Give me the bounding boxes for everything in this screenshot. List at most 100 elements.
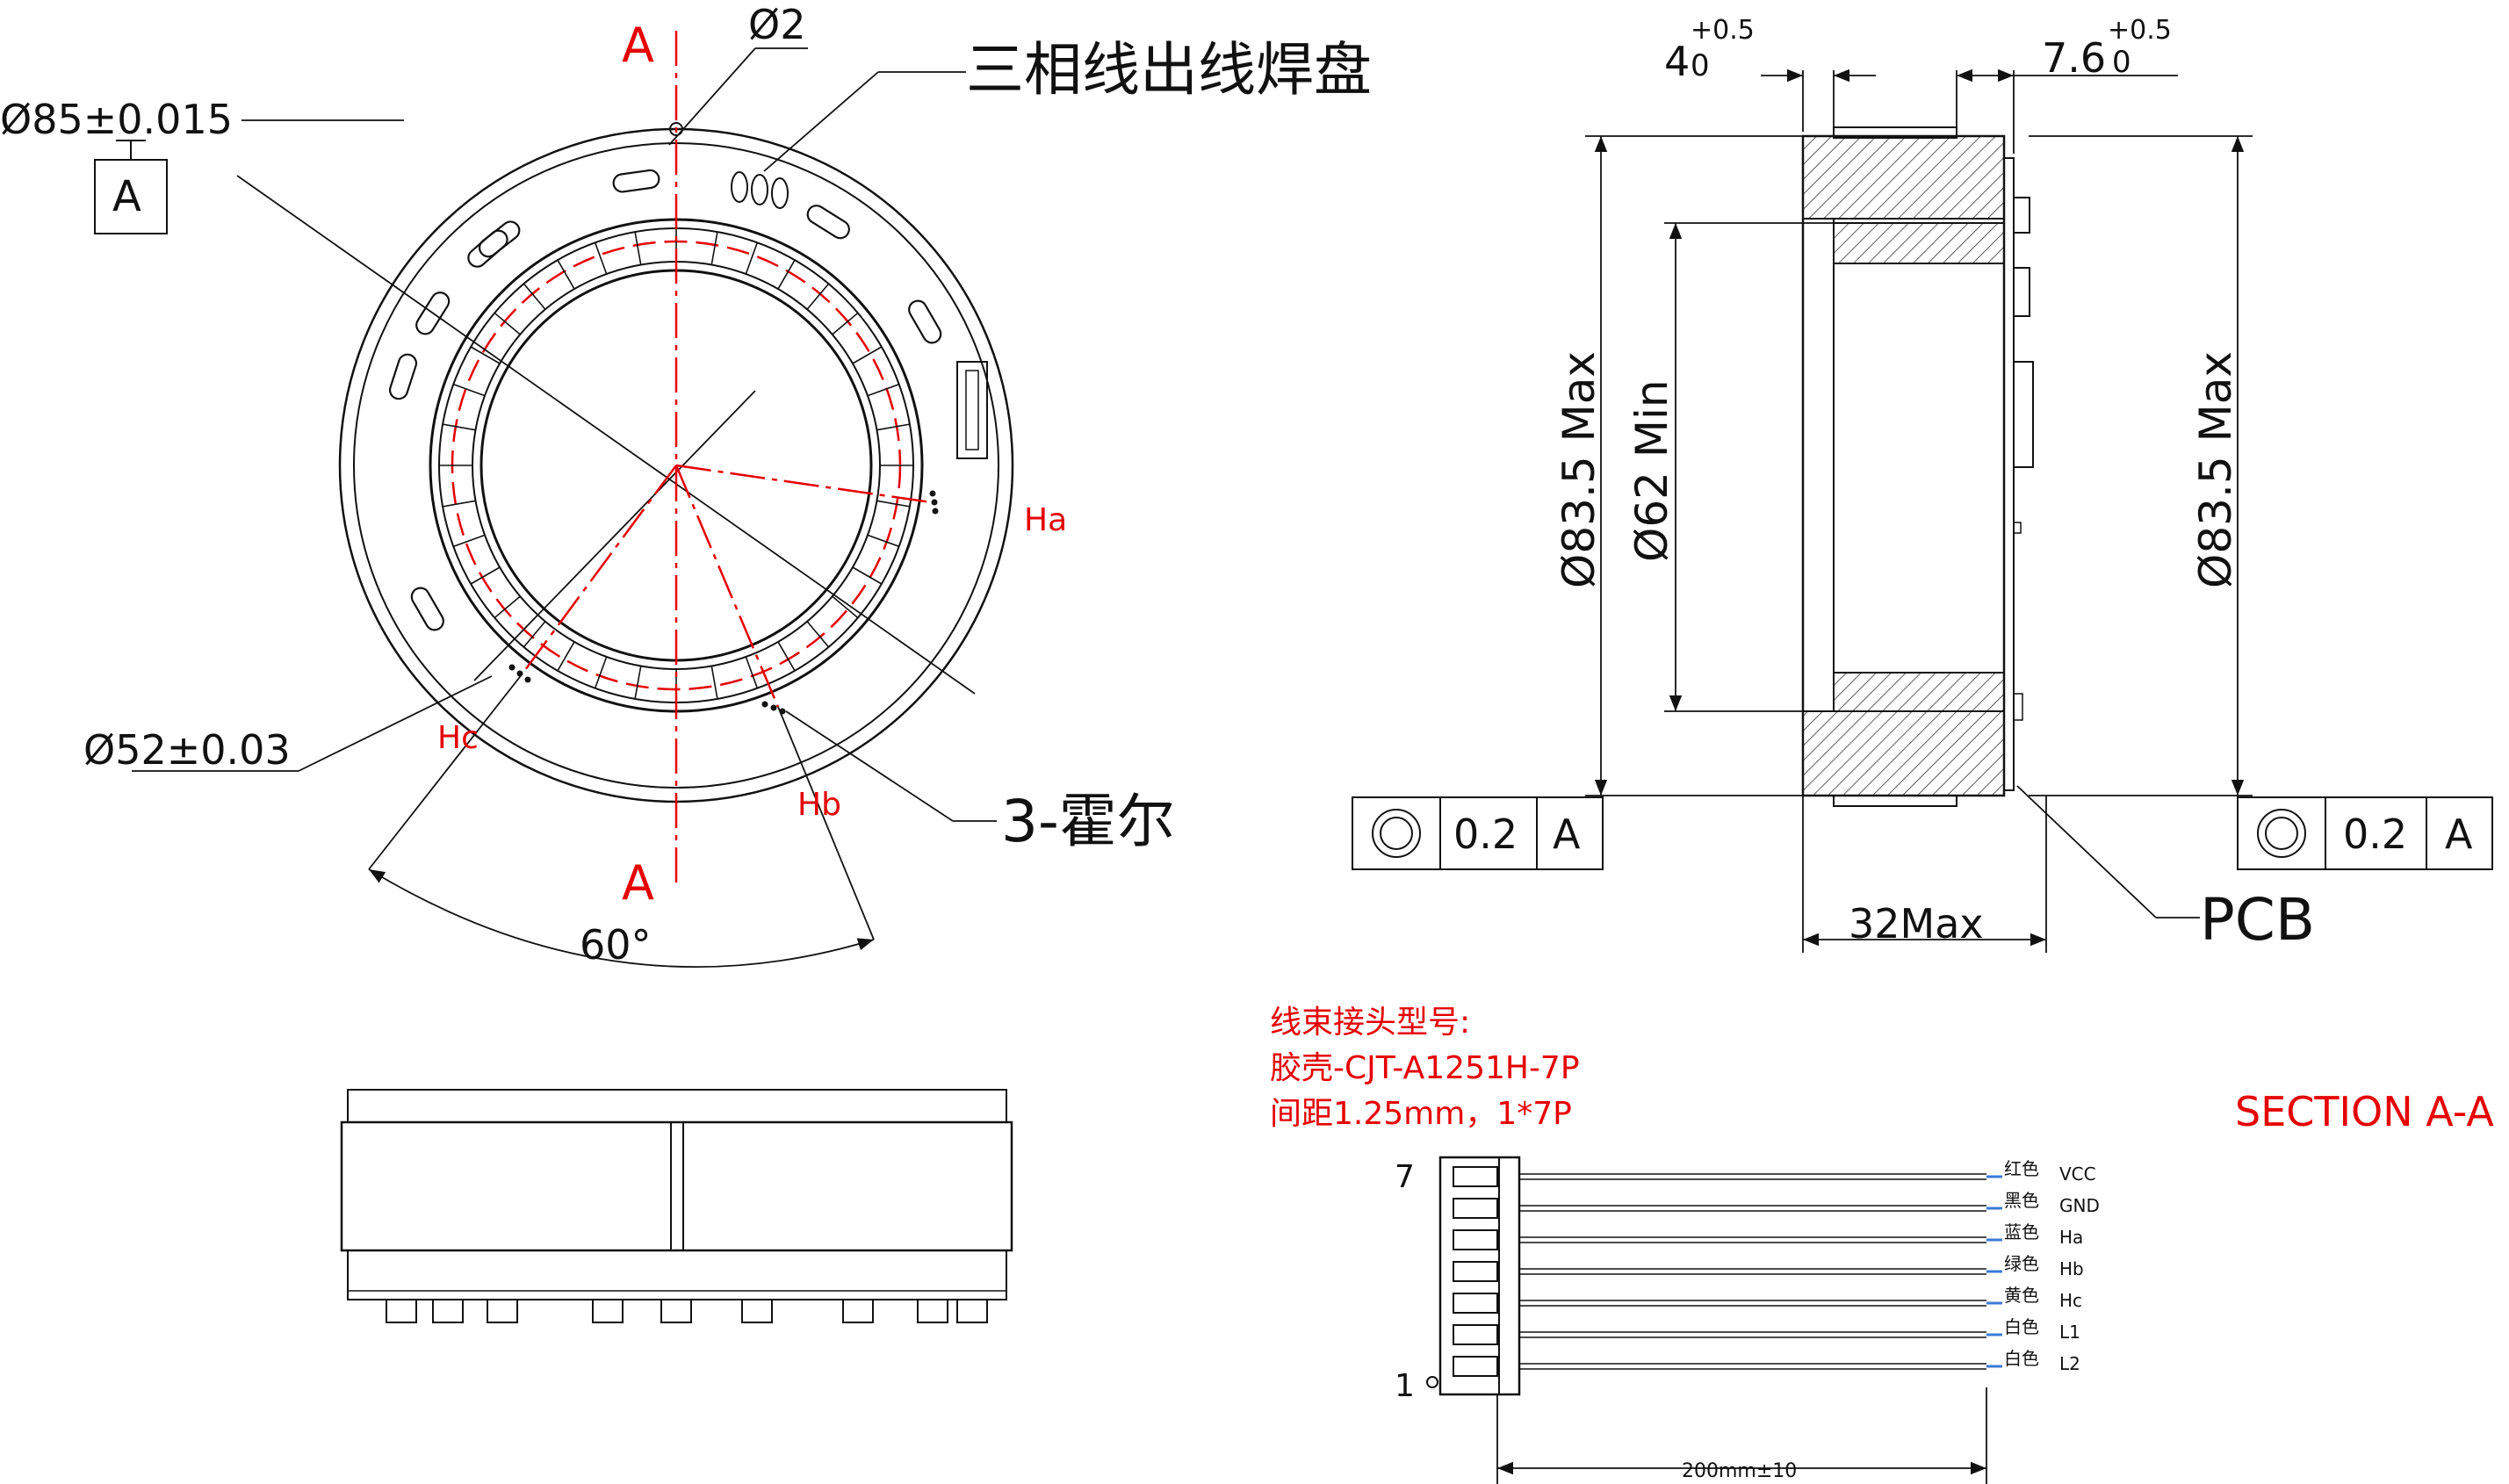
concentricity-icon: [1372, 809, 1421, 858]
wire-signal-label: Hc: [2059, 1290, 2082, 1311]
stator-slot: [634, 231, 642, 265]
section-mark-bottom: A: [622, 855, 654, 911]
stator-slot: [594, 656, 608, 688]
wire-color-label: 黑色: [2004, 1190, 2039, 1211]
solder-pad: [771, 177, 789, 209]
section-hatch-top: [1802, 135, 2005, 220]
connector-pin: [1453, 1166, 1498, 1187]
stator-slot: [876, 500, 911, 508]
hall-sensor-dot: [932, 508, 939, 515]
pcb-label: PCB: [2200, 886, 2315, 954]
stator-slot: [806, 621, 830, 648]
tol-left-sup: +0.5: [1691, 15, 1755, 46]
tol-right-sup: +0.5: [2108, 15, 2172, 46]
pcb-component: [2013, 693, 2023, 721]
connector-pin: [1453, 1261, 1498, 1282]
tol-right-base: 7.6: [2042, 34, 2106, 82]
connector-housing: [1438, 1156, 1521, 1396]
mounting-slot: [410, 587, 444, 631]
stator-slot: [832, 312, 859, 335]
pcb-component: [2013, 197, 2030, 234]
mounting-slot: [908, 299, 942, 344]
angle-arc: [368, 868, 875, 969]
side-pin: [956, 1299, 988, 1323]
mounting-slot: [612, 169, 660, 193]
pin-top-label: 7: [1395, 1159, 1415, 1195]
hall-sensor-dot: [524, 676, 531, 683]
fcf-value: 0.2: [1453, 810, 1518, 858]
wire-signal-label: VCC: [2059, 1163, 2096, 1185]
side-pin: [487, 1299, 518, 1323]
stator-slot: [494, 312, 521, 335]
dim-line-outer-diameter: [236, 175, 976, 695]
hall-sensor-dot: [508, 664, 515, 671]
stator-slot: [557, 641, 575, 672]
hall-sensor-dot: [929, 490, 936, 497]
wire-color-label: 黄色: [2004, 1285, 2039, 1306]
hall-b-label: Hb: [797, 787, 841, 823]
tol-left-sub: 0: [1691, 48, 1710, 83]
connector-pin: [1453, 1356, 1498, 1377]
concentricity-icon-inner: [2265, 817, 2298, 850]
stator-slot: [867, 383, 899, 397]
stator-slot: [442, 500, 476, 508]
pcb-component: [2013, 522, 2022, 534]
hall-line-c: [521, 465, 678, 674]
stator-slot: [710, 666, 718, 700]
stator-slot: [494, 595, 521, 619]
side-pin: [917, 1299, 948, 1323]
stator-slot: [745, 656, 759, 688]
connector-latch: [1498, 1156, 1520, 1395]
side-pin: [842, 1299, 874, 1323]
side-pin: [741, 1299, 773, 1323]
pin-bottom-label: 1: [1395, 1368, 1415, 1404]
leader-inner-diameter-arm: [298, 675, 493, 772]
side-top-cap: [347, 1089, 1007, 1123]
stator-slot: [806, 283, 830, 310]
mounting-slot: [388, 353, 418, 400]
wire-color-label: 蓝色: [2004, 1221, 2039, 1243]
side-pin: [660, 1299, 692, 1323]
side-body: [340, 1120, 1013, 1252]
stator-slot: [557, 259, 575, 290]
harness-note: 线束接头型号: 胶壳-CJT-A1251H-7P 间距1.25mm，1*7P: [1270, 1005, 1580, 1132]
stator-slot: [852, 566, 883, 585]
concentricity-icon: [2257, 809, 2306, 858]
side-view: [340, 1089, 1013, 1323]
side-pin: [386, 1299, 417, 1323]
stator-slot: [453, 534, 486, 548]
hall-a-label: Ha: [1024, 502, 1067, 538]
wire-color-label: 红色: [2004, 1158, 2039, 1179]
leader-hole-arm: [668, 47, 756, 146]
stator-slot: [470, 566, 501, 585]
section-hatch-upper-core: [1833, 222, 2005, 264]
harness-note-line3: 间距1.25mm，1*7P: [1270, 1096, 1572, 1132]
hall-sensor-dot: [761, 701, 768, 708]
stator-slot: [594, 242, 608, 275]
stator-slot: [876, 423, 911, 431]
stator-slot: [832, 595, 859, 619]
dia-max-left-label: Ø83.5 Max: [1554, 351, 1604, 588]
section-bottom-lip: [1833, 795, 1957, 807]
stator-slot: [470, 346, 501, 364]
stator-slot: [777, 641, 796, 672]
mounting-slot: [467, 229, 508, 268]
length-label: 32Max: [1849, 900, 1984, 947]
board-connector: [956, 361, 988, 459]
wire-signal-label: Ha: [2059, 1227, 2083, 1248]
board-connector-pins: [965, 370, 979, 450]
outer-diameter-label: Ø85±0.015: [0, 96, 233, 143]
section-hatch-bottom: [1802, 710, 2005, 796]
wire-signal-label: Hb: [2059, 1258, 2084, 1279]
wire-color-label: 白色: [2004, 1348, 2039, 1369]
stator-slot: [777, 259, 796, 290]
fcf-right: 0.2 A: [2237, 796, 2493, 870]
wire-color-label: 白色: [2004, 1316, 2039, 1337]
connector-pin: [1453, 1198, 1498, 1219]
side-pins: [386, 1299, 988, 1323]
tol-left-base: 4: [1664, 38, 1690, 85]
stator-slot: [453, 383, 486, 397]
stator-slot: [634, 666, 642, 700]
side-pin: [592, 1299, 624, 1323]
